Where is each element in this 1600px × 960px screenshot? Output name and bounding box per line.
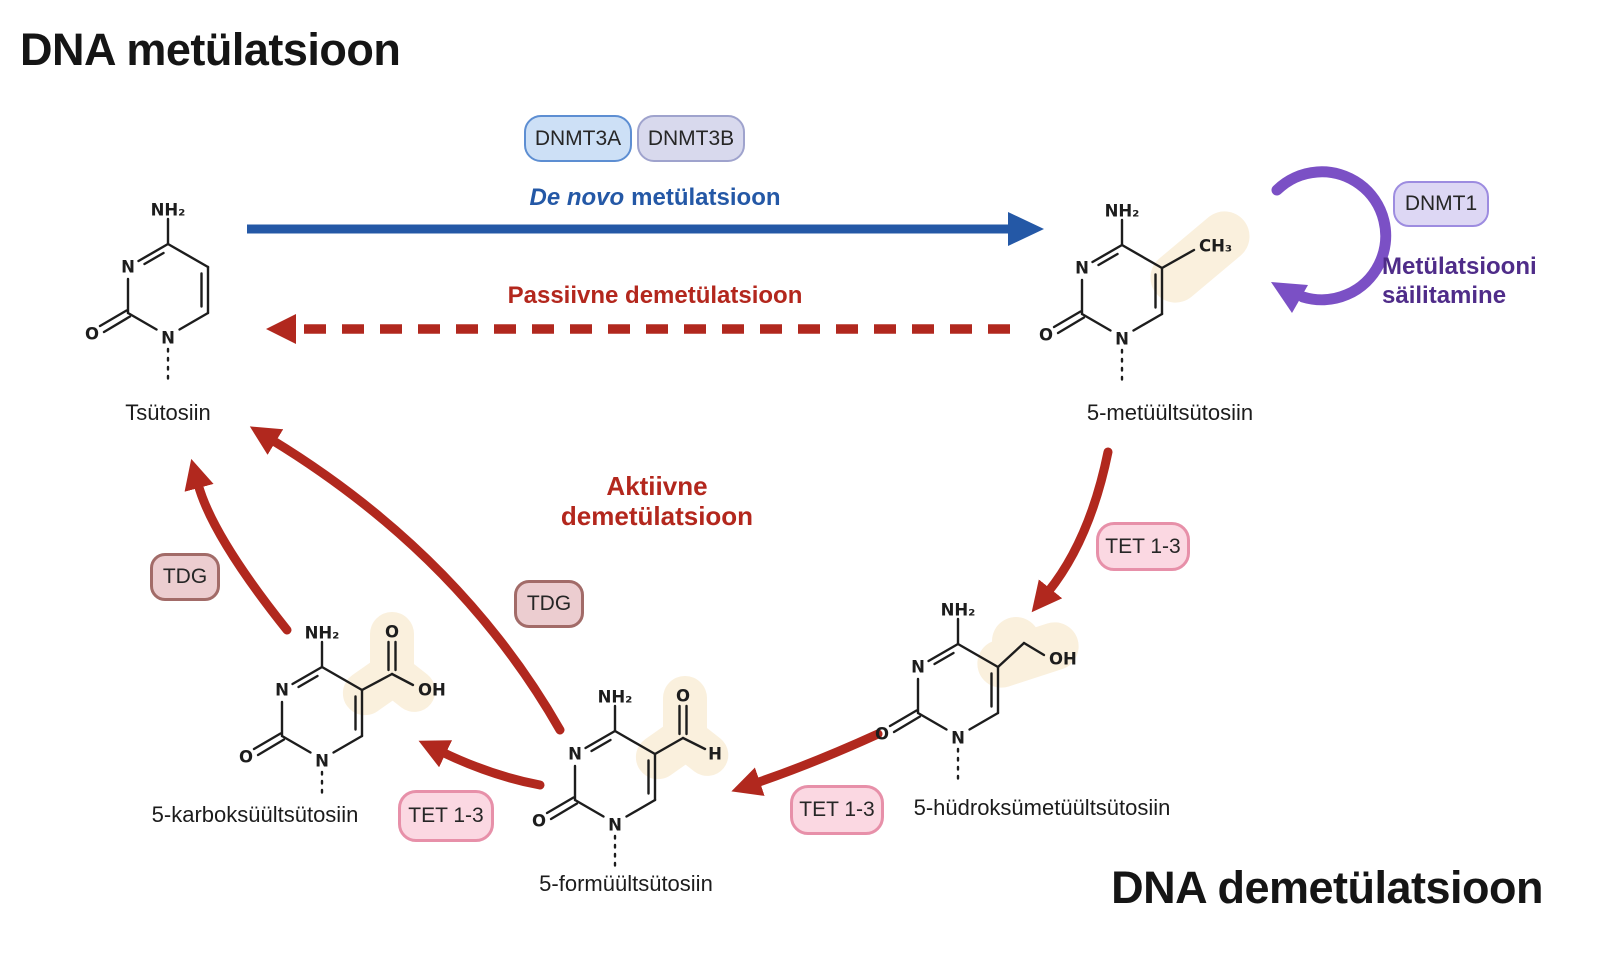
- label-maintenance-line1: Metülatsiooni: [1382, 253, 1537, 280]
- arrow-5fc-to-5cac: [418, 740, 545, 790]
- methyl-highlight: [1150, 211, 1250, 303]
- title-dna-demethylation: DNA demetülatsioon: [1111, 862, 1543, 913]
- badge-tdg-left: TDG: [150, 553, 220, 601]
- atom-n1: N: [951, 729, 965, 748]
- badge-tdg-mid: TDG: [514, 580, 584, 628]
- label-active-line1: Aktiivne: [606, 471, 708, 501]
- molname-5-formylcytosine: 5-formüültsütosiin: [539, 871, 713, 896]
- atom-amine: NH₂: [305, 624, 340, 643]
- carboxyl-oh-bond: [390, 672, 415, 687]
- carboxyl-hydroxyl: OH: [418, 681, 446, 700]
- pyrimidine-ring: NH₂ N N O: [239, 624, 364, 799]
- atom-o2: O: [532, 812, 546, 831]
- atom-amine: NH₂: [1105, 202, 1140, 221]
- molecule-5-formylcytosine: NH₂ N N O O H: [532, 676, 729, 870]
- atom-o2: O: [875, 725, 889, 744]
- molecule-cytosine: NH₂ N N O: [85, 201, 210, 385]
- label-active-line2: demetülatsioon: [560, 500, 754, 531]
- hydroxymethyl-bond: [1022, 641, 1046, 657]
- purple-arrowhead-icon: [1271, 282, 1308, 313]
- atom-amine: NH₂: [598, 688, 633, 707]
- pyrimidine-ring: NH₂ N N O: [1039, 202, 1164, 386]
- badge-tdg-label: TDG: [162, 565, 208, 588]
- badge-dnmt3a: DNMT3A: [524, 115, 632, 162]
- badge-tet-label: TET 1-3: [1105, 534, 1181, 558]
- formyl-bond: [653, 736, 685, 756]
- atom-n1: N: [161, 329, 175, 348]
- arrow-5hmc-to-5fc: [731, 729, 883, 796]
- label-de-novo-em: De novo: [529, 184, 625, 211]
- molname-5-carboxylcytosine: 5-karboksüültsütosiin: [151, 802, 359, 827]
- atom-n3: N: [121, 258, 135, 277]
- atom-o2: O: [1039, 326, 1053, 345]
- badge-tet-right: TET 1-3: [1096, 522, 1190, 571]
- atom-n3: N: [275, 681, 289, 700]
- formyl-highlight: [673, 724, 729, 776]
- atom-n1: N: [1115, 330, 1129, 349]
- badge-tet-mid-left: TET 1-3: [398, 790, 494, 842]
- label-de-novo-rest: metülatsioon: [631, 184, 781, 211]
- badge-tet-mid-right: TET 1-3: [790, 785, 884, 835]
- title-dna-methylation: DNA metülatsioon: [20, 24, 401, 75]
- formyl-hydrogen: H: [708, 745, 722, 764]
- arrow-5mc-to-5hmc: [1031, 447, 1113, 613]
- badge-dnmt3b: DNMT3B: [637, 115, 745, 162]
- atom-n3: N: [911, 658, 925, 677]
- badge-tet-label: TET 1-3: [408, 804, 484, 827]
- hydroxymethyl-bond: [996, 641, 1026, 669]
- badge-dnmt1: DNMT1: [1393, 181, 1489, 227]
- molname-5-methylcytosine: 5-metüültsütosiin: [1086, 400, 1254, 425]
- label-active-demethylation: Aktiivne demetülatsioon: [560, 471, 754, 532]
- arrow-5fc-to-cytosine: [249, 426, 565, 735]
- badge-dnmt3b-label: DNMT3B: [647, 126, 735, 150]
- atom-n3: N: [1075, 259, 1089, 278]
- label-maintenance-line2: säilitamine: [1382, 281, 1507, 309]
- arrow-5cac-to-cytosine: [184, 458, 292, 635]
- badge-tdg-label: TDG: [526, 592, 572, 615]
- formyl-h-bond: [681, 736, 707, 751]
- atom-n3: N: [568, 745, 582, 764]
- carboxyl-bond: [360, 672, 394, 692]
- methyl-bond: [1160, 248, 1196, 270]
- label-passive-demethylation: Passiivne demetülatsioon: [507, 282, 803, 309]
- pyrimidine-ring: NH₂ N N O: [532, 688, 657, 870]
- carbonyl-oxygen: O: [676, 687, 690, 706]
- molname-5-hydroxymethylcytosine: 5-hüdroksümetüültsütosiin: [913, 795, 1171, 820]
- pyrimidine-ring: NH₂ N N O: [85, 201, 210, 385]
- badge-dnmt1-label: DNMT1: [1404, 192, 1478, 215]
- hydroxyl-group: OH: [1049, 650, 1077, 669]
- molecule-5-carboxylcytosine: NH₂ N N O O OH: [239, 612, 446, 799]
- atom-o2: O: [239, 748, 253, 767]
- atom-o2: O: [85, 325, 99, 344]
- carbonyl-oxygen: O: [385, 623, 399, 642]
- label-maintenance-methylation: Metülatsiooni säilitamine: [1382, 253, 1537, 311]
- maintenance-methylation-circular-arrow: [1271, 166, 1392, 306]
- carboxyl-highlight: [380, 660, 436, 712]
- hydroxymethyl-highlight: [992, 617, 1040, 665]
- atom-n1: N: [608, 816, 622, 835]
- atom-amine: NH₂: [151, 201, 186, 220]
- atom-amine: NH₂: [941, 601, 976, 620]
- badge-tet-label: TET 1-3: [799, 798, 875, 821]
- pyrimidine-ring: NH₂ N N O: [875, 601, 1000, 785]
- badge-dnmt3a-label: DNMT3A: [534, 126, 622, 150]
- molname-cytosine: Tsütosiin: [125, 400, 211, 425]
- molecule-5-methylcytosine: NH₂ N N O CH₃: [1039, 202, 1250, 386]
- molecule-5-hydroxymethylcytosine: NH₂ N N O OH: [875, 601, 1079, 785]
- methyl-group: CH₃: [1199, 237, 1232, 256]
- atom-n1: N: [315, 752, 329, 771]
